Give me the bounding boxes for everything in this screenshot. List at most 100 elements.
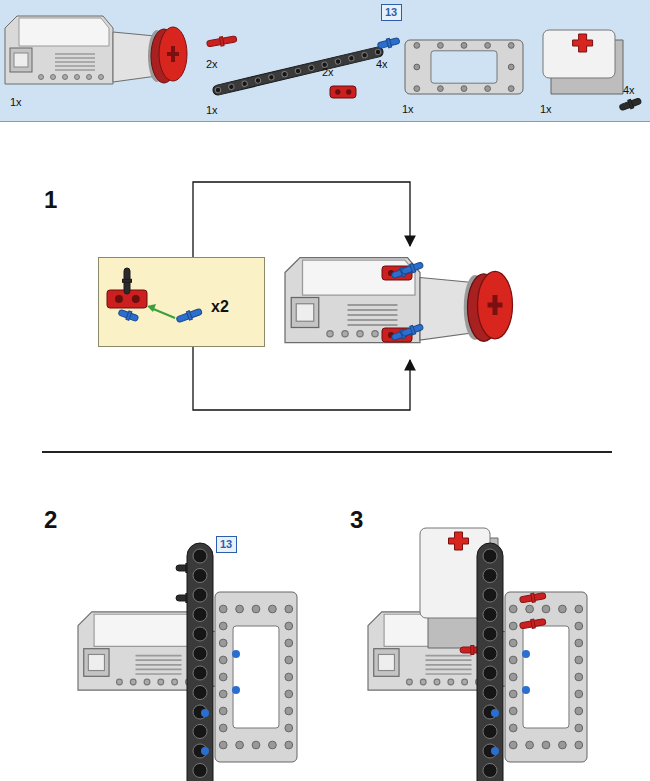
beam-hole	[193, 568, 207, 582]
motor-hole	[327, 331, 333, 337]
frame-hole	[219, 724, 227, 732]
motor-hub	[478, 271, 513, 339]
sensor-button	[449, 532, 469, 550]
motor-grille	[55, 61, 95, 63]
pin-shaft	[619, 98, 642, 111]
motor-hub-cross	[488, 295, 503, 315]
frame-hole	[526, 741, 534, 749]
frame-hole	[508, 43, 514, 49]
quantity-label: 1x	[540, 103, 552, 115]
divider	[42, 451, 612, 453]
pin-collar	[410, 263, 416, 272]
beam	[187, 543, 213, 781]
motor-hole	[117, 679, 123, 685]
quantity-label: 4x	[623, 84, 635, 96]
frame-hole	[575, 639, 583, 647]
frame-hole	[575, 605, 583, 613]
quantity-label: 2x	[322, 66, 334, 78]
pin-shaft	[401, 262, 424, 275]
quantity-label: 1x	[10, 96, 22, 108]
frame-hole	[414, 43, 420, 49]
motor-hole	[51, 75, 56, 80]
frame-hole	[269, 605, 277, 613]
frame-hole	[219, 741, 227, 749]
motor-grille	[136, 669, 182, 671]
frame-hole	[285, 724, 293, 732]
frame-hole	[509, 605, 517, 613]
beam	[477, 543, 503, 781]
beam-hole	[193, 685, 207, 699]
beam-hole	[193, 588, 207, 602]
blue-pin-end	[491, 747, 499, 755]
beam-hole	[483, 627, 497, 641]
motor-hole	[448, 679, 454, 685]
frame-body	[405, 40, 523, 94]
frame-hole	[285, 639, 293, 647]
connector-hole	[132, 295, 140, 303]
beam-hole	[483, 685, 497, 699]
frame-hole	[285, 690, 293, 698]
frame-hole	[219, 673, 227, 681]
motor-body	[285, 258, 420, 343]
quantity-label: 1x	[206, 104, 218, 116]
frame-hole	[461, 43, 467, 49]
pin	[618, 96, 642, 112]
pin	[519, 591, 546, 604]
callout-number: 13	[220, 538, 233, 550]
motor-hub	[159, 27, 187, 81]
frame-hole	[438, 43, 444, 49]
frame	[215, 592, 297, 762]
pin-shaft	[519, 593, 546, 603]
frame-hole	[575, 741, 583, 749]
frame-hole	[414, 86, 420, 92]
blue-pin-end	[522, 650, 530, 658]
motor-hole	[39, 75, 44, 80]
frame-hole	[542, 741, 550, 749]
motor-grille	[426, 664, 472, 666]
motor-grille	[136, 673, 182, 675]
beam-hole	[281, 71, 288, 78]
motor-top	[303, 260, 416, 295]
frame-hole	[285, 741, 293, 749]
motor-hole	[99, 75, 104, 80]
frame-hole	[559, 741, 567, 749]
blue-pin-end	[491, 709, 499, 717]
motor	[5, 16, 187, 84]
frame-body	[505, 592, 587, 762]
blue-pin-end	[201, 709, 209, 717]
motor-grille	[136, 659, 182, 661]
frame-hole	[509, 639, 517, 647]
beam-hole	[308, 65, 315, 72]
motor-hole	[407, 679, 413, 685]
frame-hole	[575, 724, 583, 732]
pin-shaft	[118, 309, 139, 321]
sensor-body	[543, 30, 615, 78]
frame-hole	[575, 622, 583, 630]
motor-hole	[144, 679, 150, 685]
frame-hole	[461, 86, 467, 92]
pin-collar	[186, 311, 192, 320]
pin-collar	[531, 593, 536, 602]
pin	[206, 34, 237, 48]
beam-hole	[268, 74, 275, 81]
motor-port-inner	[88, 654, 104, 670]
pin	[175, 307, 203, 324]
beam-hole	[193, 724, 207, 738]
beam-hole	[375, 49, 382, 56]
beam-hole	[483, 666, 497, 680]
frame-hole	[252, 741, 260, 749]
callout-number: 13	[216, 536, 237, 553]
frame-hole	[219, 605, 227, 613]
pin	[400, 260, 424, 276]
frame-hole	[509, 622, 517, 630]
frame-hole	[219, 656, 227, 664]
motor-body	[5, 16, 113, 84]
frame-body	[215, 592, 297, 762]
pin	[123, 268, 132, 294]
pin-collar	[628, 99, 634, 108]
connector-body	[330, 86, 356, 98]
quantity-label: x2	[211, 298, 229, 316]
callout-number: 13	[385, 6, 398, 18]
motor-hole	[130, 679, 136, 685]
motor-grille	[348, 314, 398, 316]
